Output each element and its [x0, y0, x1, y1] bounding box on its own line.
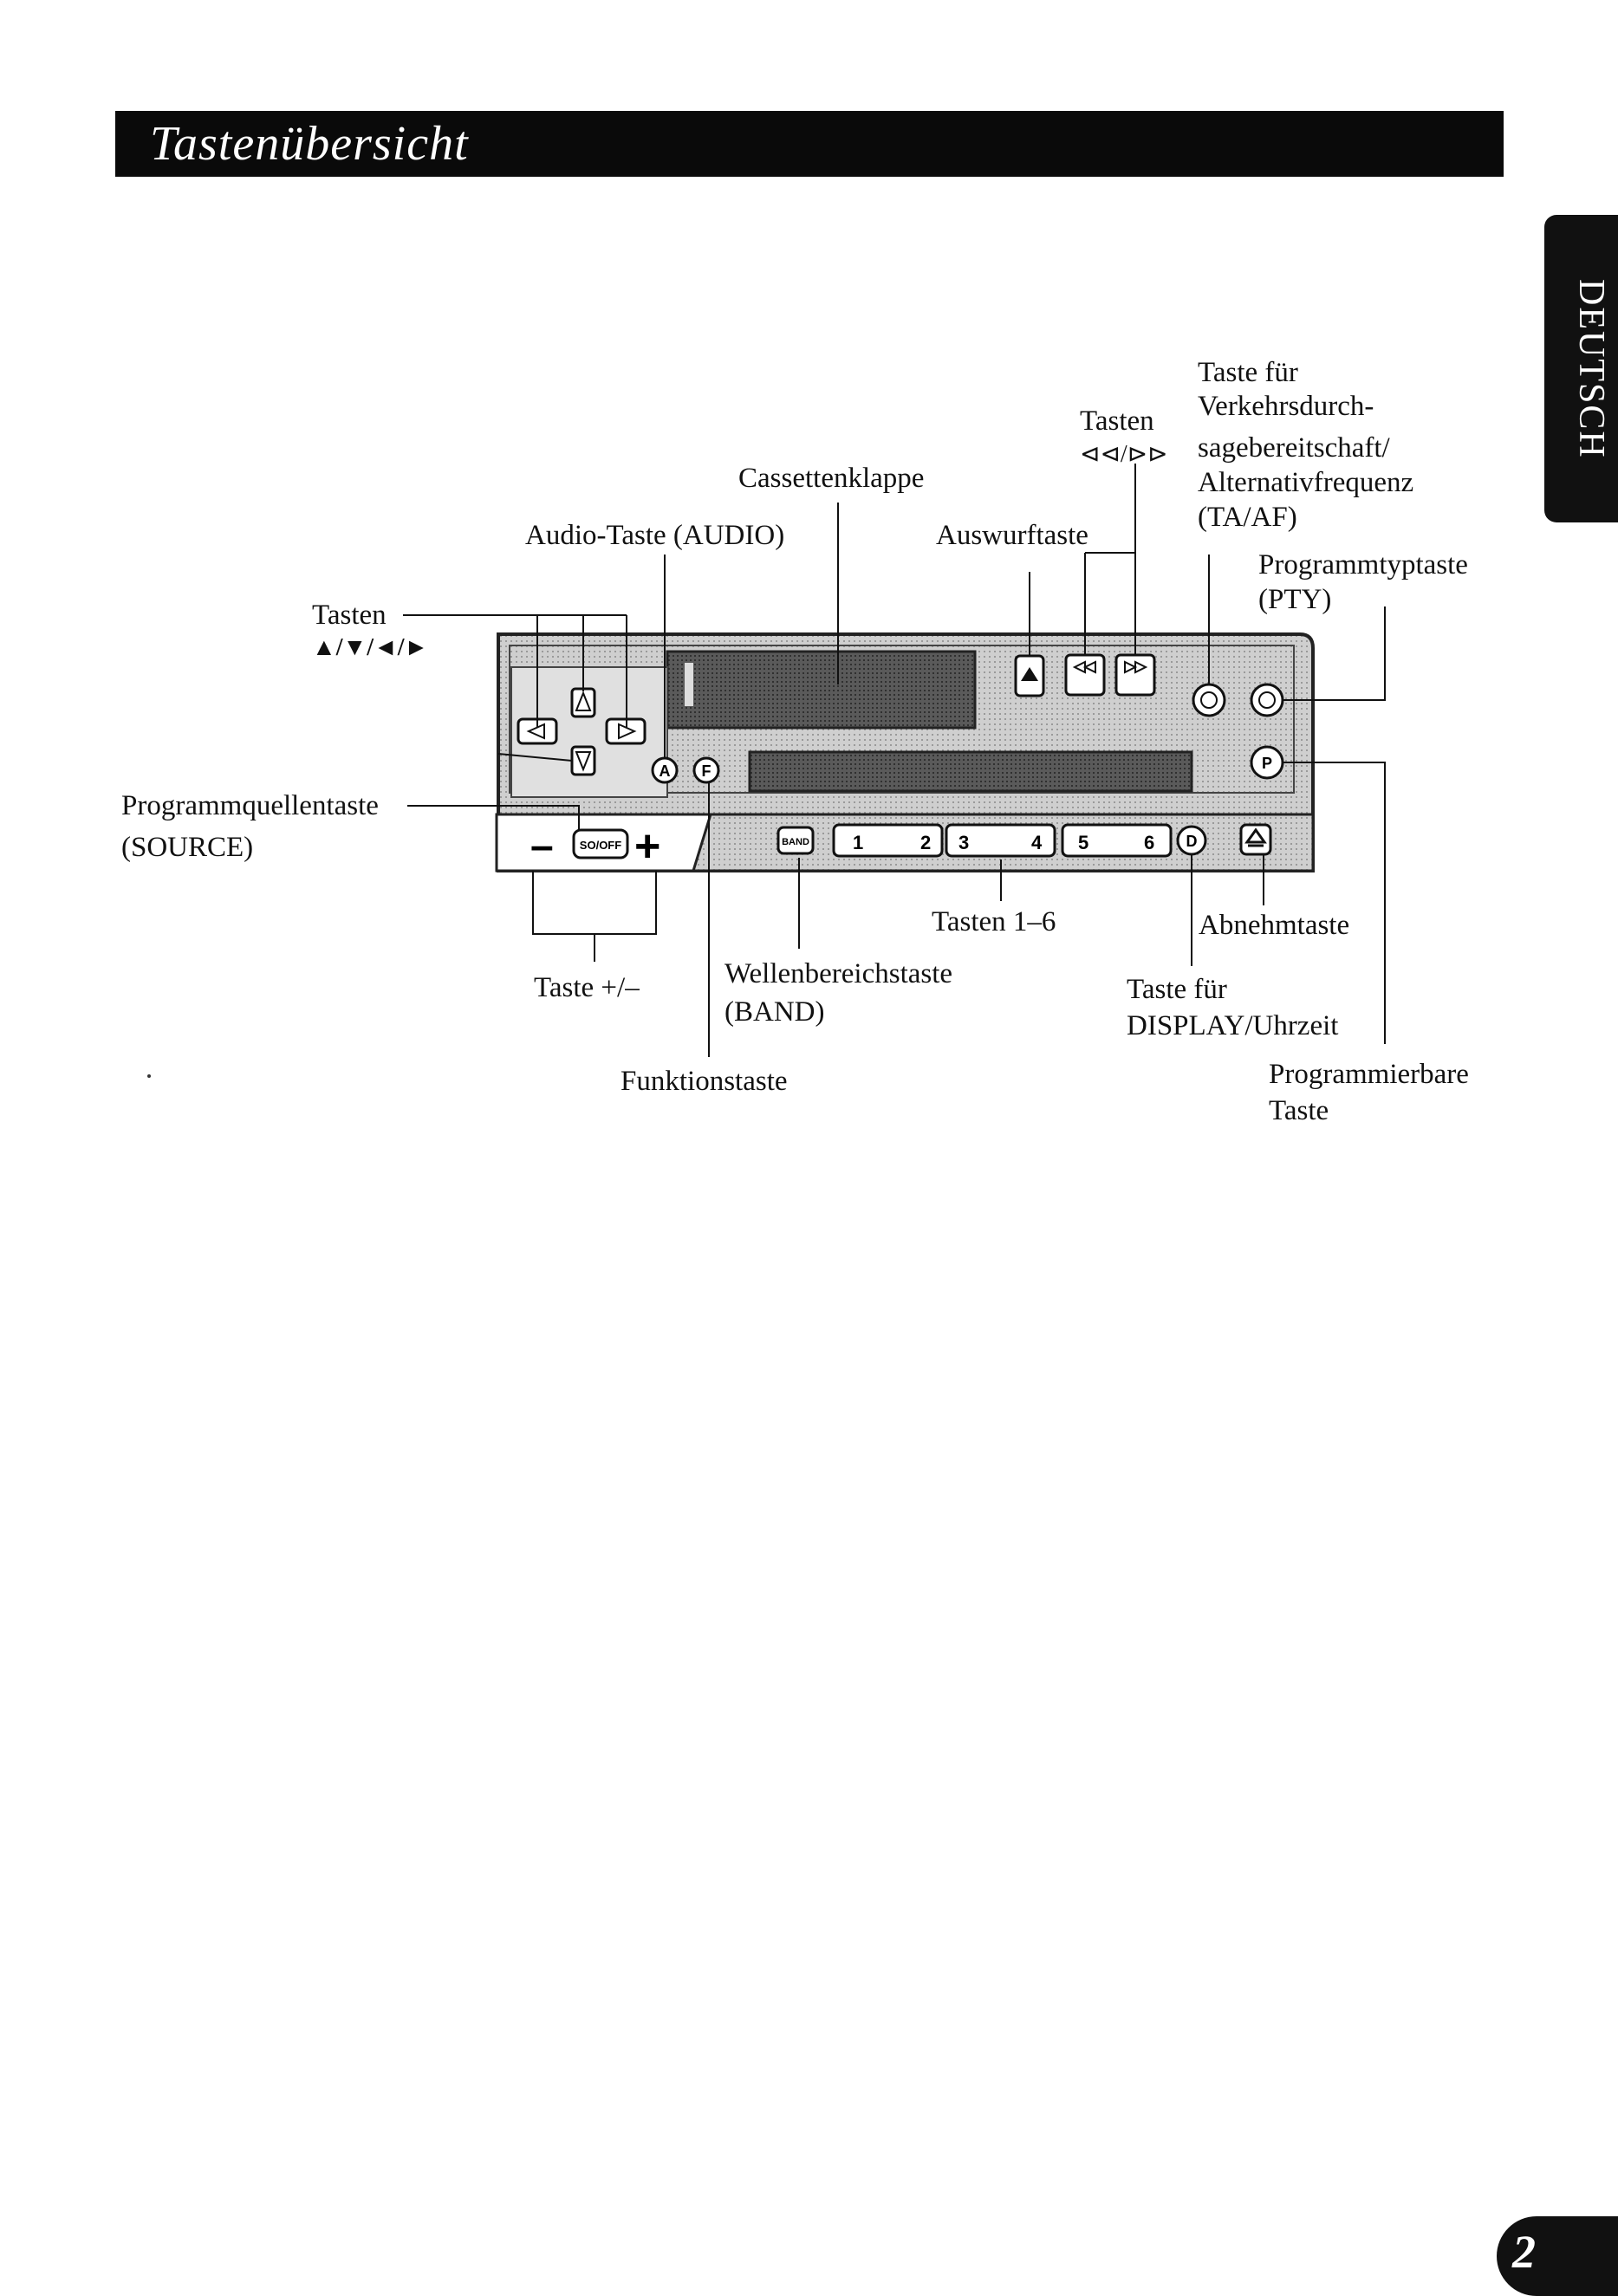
arrow-pad	[510, 666, 668, 798]
preset-3-4-button[interactable]	[945, 823, 1056, 858]
label-source-line2: (SOURCE)	[121, 832, 254, 863]
preset-5-6-button[interactable]	[1061, 823, 1173, 858]
minus-sign: –	[530, 823, 554, 869]
label-plusminus: Taste +/–	[534, 972, 640, 1003]
preset-6: 6	[1144, 832, 1154, 853]
label-detach: Abnehmtaste	[1199, 910, 1350, 941]
preset-1: 1	[853, 832, 863, 853]
pty-button[interactable]	[1250, 683, 1284, 717]
label-display-line1: Taste für	[1127, 974, 1227, 1005]
source-button[interactable]	[572, 828, 629, 859]
label-eject: Auswurftaste	[936, 520, 1088, 551]
function-button-label: F	[702, 762, 712, 780]
language-tab: DEUTSCH	[1544, 215, 1618, 522]
band-button-label: BAND	[782, 837, 809, 847]
label-ta-line3: sagebereitschaft/	[1198, 432, 1390, 464]
rewind-icon	[1072, 660, 1096, 674]
label-pty-line2: (PTY)	[1258, 584, 1332, 615]
title-bar: Tastenübersicht	[115, 111, 1504, 177]
page-number: 2	[1512, 2226, 1536, 2278]
preset-2: 2	[920, 832, 931, 853]
display-window	[748, 750, 1193, 793]
label-ta-line5: (TA/AF)	[1198, 502, 1297, 533]
label-ta-line2: Verkehrsdurch-	[1198, 391, 1374, 422]
source-button-label: SO/OFF	[580, 839, 621, 852]
pty-inner	[1258, 691, 1276, 709]
label-pty-line1: Programmtyptaste	[1258, 549, 1468, 580]
preset-4: 4	[1031, 832, 1043, 853]
label-presets: Tasten 1–6	[932, 906, 1056, 937]
preset-buttons: 1 2 3 4 5 6	[832, 823, 1173, 858]
function-button[interactable]	[692, 756, 720, 784]
label-tasten-ff-symbols: ⊲⊲/⊳⊳	[1080, 441, 1168, 468]
label-audio: Audio-Taste (AUDIO)	[525, 520, 785, 551]
label-display-line2: DISPLAY/Uhrzeit	[1127, 1010, 1339, 1041]
label-band-line2: (BAND)	[725, 996, 825, 1028]
leader-lines	[403, 464, 1386, 1057]
band-button[interactable]	[777, 826, 815, 855]
label-programmable-line2: Taste	[1269, 1095, 1329, 1126]
fast-forward-icon	[1124, 660, 1148, 674]
cassette-door	[666, 650, 977, 730]
label-ta-line4: Alternativfrequenz	[1198, 467, 1414, 498]
page-title: Tastenübersicht	[150, 117, 469, 171]
arrow-up-icon	[575, 691, 592, 711]
label-band-line1: Wellenbereichstaste	[725, 958, 953, 989]
preset-1-2-button[interactable]	[832, 823, 944, 858]
display-button-label: D	[1186, 833, 1198, 850]
page-number-badge: 2	[1497, 2216, 1618, 2296]
label-function: Funktionstaste	[621, 1066, 788, 1097]
ta-af-inner	[1200, 691, 1218, 709]
preset-5: 5	[1078, 832, 1088, 853]
label-programmable-line1: Programmierbare	[1269, 1059, 1469, 1090]
label-tasten-arrows-symbols: ▲/▼/◄/►	[312, 634, 429, 661]
eject-icon	[1021, 667, 1038, 681]
stray-dot	[147, 1074, 151, 1078]
label-source-line1: Programmquellentaste	[121, 790, 379, 821]
audio-button-label: A	[660, 762, 671, 780]
label-ta-line1: Taste für	[1198, 357, 1298, 388]
plus-sign: +	[634, 821, 660, 872]
language-tab-label: DEUTSCH	[1571, 279, 1611, 459]
label-cassette: Cassettenklappe	[738, 463, 925, 494]
detach-icon	[1244, 827, 1267, 847]
arrow-down-icon	[575, 751, 592, 772]
label-tasten-arrows: Tasten	[312, 600, 387, 631]
label-tasten-ff: Tasten	[1080, 405, 1154, 437]
programmable-button-label: P	[1262, 755, 1272, 772]
preset-3: 3	[958, 832, 969, 853]
ta-af-button[interactable]	[1192, 683, 1226, 717]
